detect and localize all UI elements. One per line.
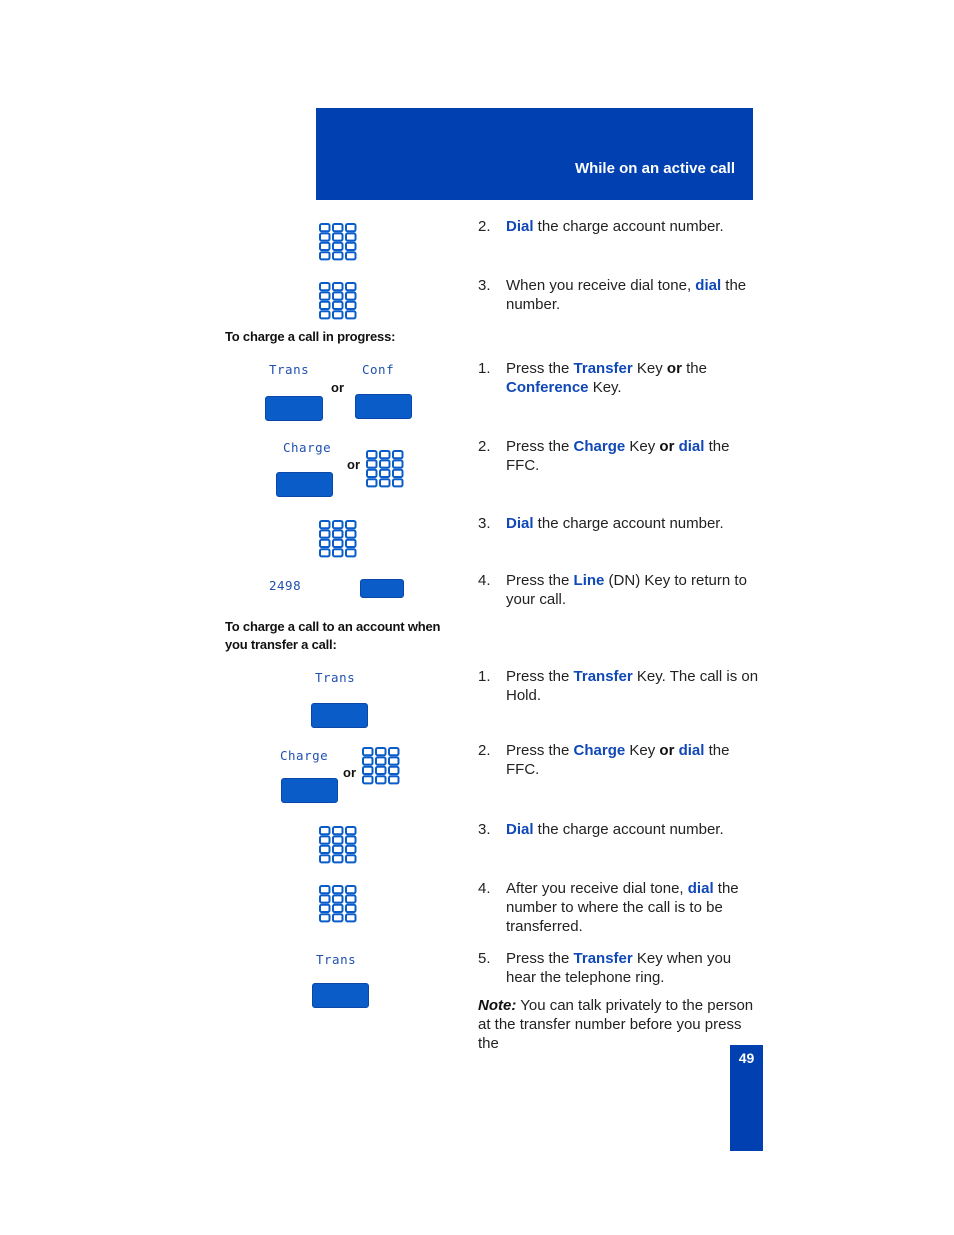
step-press-transfer-or-conference: 1. Press the Transfer Key or the Confere… <box>478 360 707 396</box>
step-dial-transfer-number: 4. After you receive dial tone, dial the… <box>478 880 739 935</box>
lcd-label-trans: Trans <box>269 362 310 377</box>
section-heading-charge-on-transfer: To charge a call to an account when you … <box>225 619 441 652</box>
line-dn-key[interactable] <box>360 579 404 598</box>
page-number-tab: 49 <box>730 1045 763 1151</box>
header-title: While on an active call <box>574 160 735 177</box>
step-press-transfer: 1. Press the Transfer Key. The call is o… <box>478 668 759 704</box>
step-dial-account: 3. Dial the charge account number. <box>478 821 724 838</box>
dial-pad-icon <box>319 826 357 864</box>
transfer-soft-key[interactable] <box>312 983 369 1008</box>
or-label: or <box>331 380 344 395</box>
lcd-label-dn: 2498 <box>269 578 302 593</box>
lcd-label-conf: Conf <box>362 362 395 377</box>
lcd-label-trans: Trans <box>315 670 356 685</box>
lcd-label-trans: Trans <box>316 952 357 967</box>
step-press-line-key: 4. Press the Line (DN) Key to return to … <box>478 572 747 608</box>
charge-soft-key[interactable] <box>281 778 338 803</box>
transfer-soft-key[interactable] <box>265 396 323 421</box>
or-label: or <box>343 765 356 780</box>
conference-soft-key[interactable] <box>355 394 412 419</box>
header-banner: While on an active call <box>316 108 753 200</box>
transfer-soft-key[interactable] <box>311 703 368 728</box>
or-label: or <box>347 457 360 472</box>
step-dial-number: 3. When you receive dial tone, dial the … <box>478 277 747 313</box>
step-press-charge-or-dial-ffc: 2. Press the Charge Key or dial the FFC. <box>478 438 730 474</box>
page-number: 49 <box>738 1050 755 1066</box>
section-heading-charge-in-progress: To charge a call in progress: <box>225 329 396 344</box>
dial-pad-icon <box>319 282 357 320</box>
step-press-transfer-on-ring: 5. Press the Transfer Key when you hear … <box>478 950 732 986</box>
step-dial-account: 2. Dial the charge account number. <box>478 218 724 235</box>
note-text: Note: You can talk privately to the pers… <box>478 997 754 1052</box>
dial-pad-icon <box>319 520 357 558</box>
charge-soft-key[interactable] <box>276 472 333 497</box>
dial-pad-icon <box>366 450 404 488</box>
lcd-label-charge: Charge <box>283 440 332 455</box>
step-press-charge-or-dial-ffc: 2. Press the Charge Key or dial the FFC. <box>478 742 730 778</box>
dial-pad-icon <box>319 885 357 923</box>
lcd-label-charge: Charge <box>280 748 329 763</box>
step-dial-account: 3. Dial the charge account number. <box>478 515 724 532</box>
dial-pad-icon <box>362 747 400 785</box>
dial-pad-icon <box>319 223 357 261</box>
